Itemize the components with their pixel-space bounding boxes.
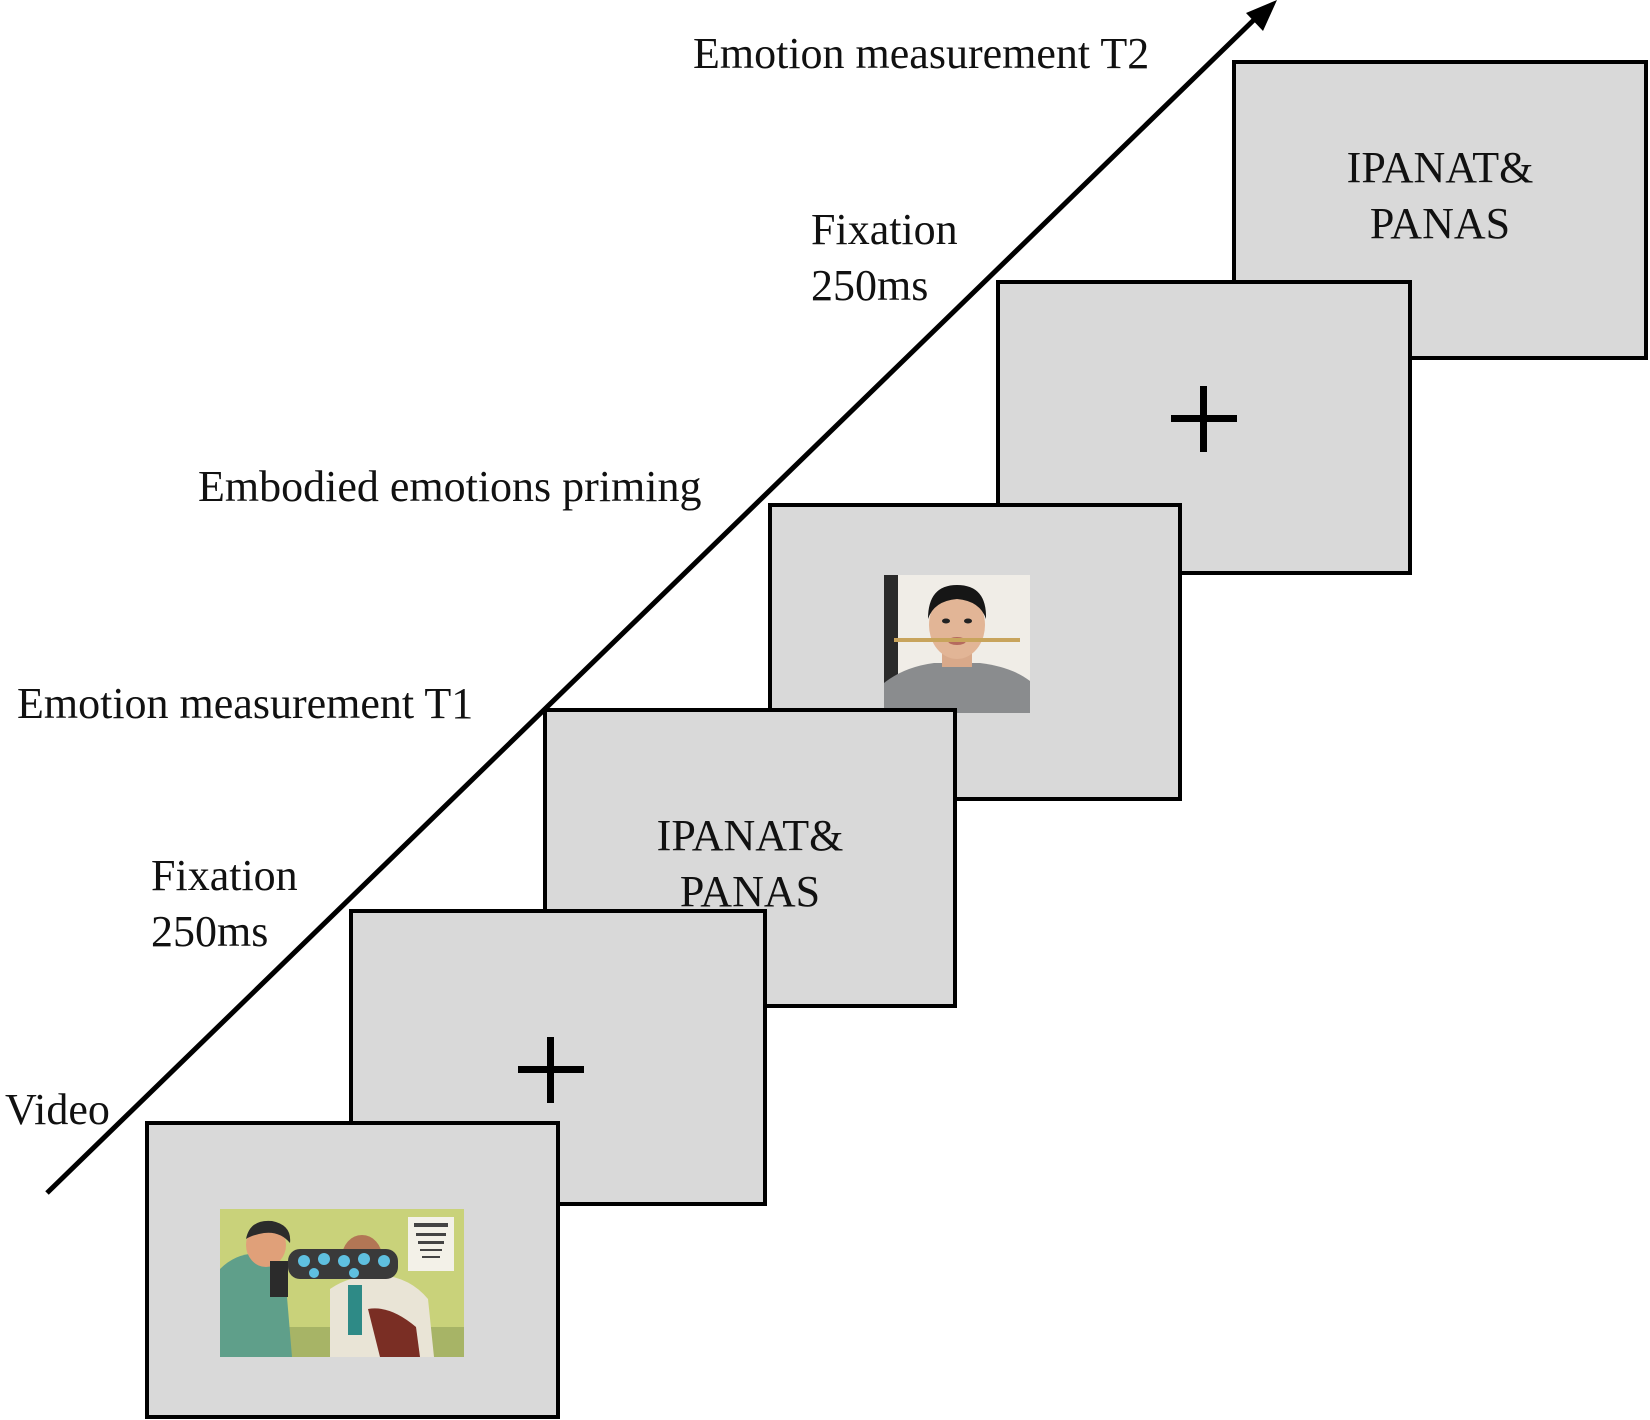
video-still-illustration bbox=[220, 1209, 464, 1357]
fixation-cross-2 bbox=[1171, 386, 1237, 452]
label-video: Video bbox=[5, 1085, 110, 1134]
label-fixation-1: Fixation 250ms bbox=[151, 851, 298, 956]
screen-video bbox=[145, 1121, 560, 1419]
face-photo-pen-in-mouth bbox=[884, 575, 1030, 713]
fixation-cross-1 bbox=[518, 1037, 584, 1103]
label-emotion-measurement-t1: Emotion measurement T1 bbox=[17, 679, 474, 728]
label-embodied-emotions-priming: Embodied emotions priming bbox=[198, 462, 702, 511]
screen-embodied-priming bbox=[768, 503, 1182, 801]
questionnaire-t1-text: IPANAT& PANAS bbox=[656, 811, 844, 916]
label-fixation-2: Fixation 250ms bbox=[811, 205, 958, 310]
label-emotion-measurement-t2: Emotion measurement T2 bbox=[693, 29, 1150, 78]
questionnaire-t2-text: IPANAT& PANAS bbox=[1346, 143, 1534, 248]
